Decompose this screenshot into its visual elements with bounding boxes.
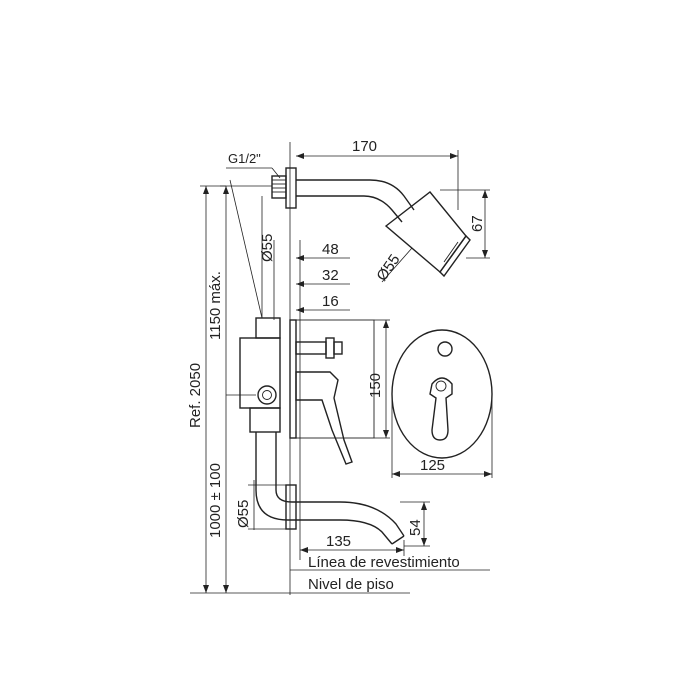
arm-pipe-bottom [296, 195, 403, 223]
front-plate [391, 329, 493, 459]
shower-head-face [439, 234, 471, 278]
dimension-lines [200, 150, 493, 593]
label-height-max: 1150 máx. [207, 271, 224, 340]
cover-plate-side [289, 319, 297, 439]
arm-flange [285, 167, 297, 209]
front-plate-outline [391, 329, 493, 459]
label-spout-reach: 135 [326, 533, 351, 550]
diverter-knob [325, 337, 335, 359]
body-lower [249, 407, 281, 433]
arm-pipe-top [296, 179, 415, 211]
label-thread: G1/2" [228, 151, 261, 166]
label-head-dia: Ø55 [373, 251, 403, 284]
body-top-block [255, 317, 281, 339]
cover-box [295, 319, 375, 439]
mixer-lever-side [295, 371, 353, 465]
label-wall-line: Línea de revestimiento [308, 554, 460, 571]
label-spout-height: 1000 ± 100 [207, 463, 224, 538]
mixer-body [239, 317, 375, 465]
front-lever-logo [435, 380, 447, 392]
label-head-height: 67 [469, 215, 486, 232]
shower-arm [271, 167, 415, 223]
label-depth-32: 32 [322, 267, 339, 284]
spout-outer [255, 432, 393, 545]
spout-inner [275, 432, 405, 537]
diverter-stem [295, 341, 327, 355]
label-flange-dia-bottom: Ø55 [235, 500, 252, 528]
front-diverter-button [437, 341, 453, 357]
spout [255, 432, 405, 545]
label-depth-16: 16 [322, 293, 339, 310]
label-floor-line: Nivel de piso [308, 576, 394, 593]
body-main [239, 337, 281, 409]
spout-flange [285, 484, 297, 530]
label-plate-width: 125 [420, 457, 445, 474]
threaded-inlet [271, 175, 287, 199]
label-depth-48: 48 [322, 241, 339, 258]
label-body-height: 150 [367, 373, 384, 398]
label-flange-dia-top: Ø55 [259, 234, 276, 262]
label-arm-length: 170 [352, 138, 377, 155]
front-lever [429, 377, 453, 441]
label-spout-drop: 54 [407, 519, 424, 536]
label-ref-height: Ref. 2050 [187, 363, 204, 428]
shower-head [384, 191, 471, 278]
body-outlet-circle [257, 385, 277, 405]
